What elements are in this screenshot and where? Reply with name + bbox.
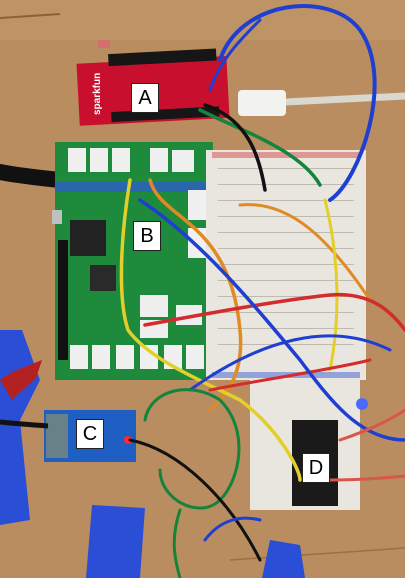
usb-cable [285,92,405,106]
sparkfun-header-top [108,48,217,67]
status-led [356,398,368,410]
wire-blue-top [208,18,262,92]
sparkfun-led [98,40,110,48]
dc-power-cable [0,164,68,188]
relay-terminal [46,414,68,458]
wires [119,4,405,578]
relay-led [124,436,132,444]
wire-black-1 [203,103,267,192]
wire-blue-arc [218,4,377,202]
red-tag [0,360,42,400]
grove-connectors-bottom [70,345,204,369]
wire-blue-2 [138,198,405,442]
wire-black-2 [128,438,262,562]
tape-bottom-right [262,540,305,578]
grove-connectors-top [68,148,194,172]
wire-blue-3 [188,334,392,392]
secondary-chip [90,265,116,291]
main-board-blue-strip [55,182,213,192]
wire-blue-bottom [203,516,262,542]
wire-yellow-2 [323,198,339,372]
label-b: B [133,221,161,251]
main-chip [70,220,106,256]
wire-orange-2 [238,203,372,302]
wire-red-3 [338,408,405,442]
usb-plug [238,90,286,116]
cardboard-crease [0,13,61,19]
label-d: D [302,453,330,483]
label-c: C [76,419,104,449]
grove-connectors-middle [140,295,202,338]
breadboard-holes [218,168,354,345]
usb-port [52,210,62,224]
wire-green-1 [198,108,322,187]
tape-bottom-left [86,505,145,578]
breadboard-rail-red [212,152,360,158]
main-board-side-header [58,240,68,360]
sparkfun-board-marking: sparkfun [92,73,103,115]
wire-yellow-1 [119,178,302,482]
wire-red-2 [208,358,372,392]
cardboard-shade-top [0,0,405,40]
wire-red-4 [328,474,405,482]
label-a: A [131,83,159,113]
wire-green-3 [172,508,182,578]
sparkfun-header-bottom [111,106,220,123]
main-board [55,142,213,380]
relay-cable [0,419,49,429]
wire-red-1 [143,292,405,332]
wire-green-2 [143,388,241,510]
